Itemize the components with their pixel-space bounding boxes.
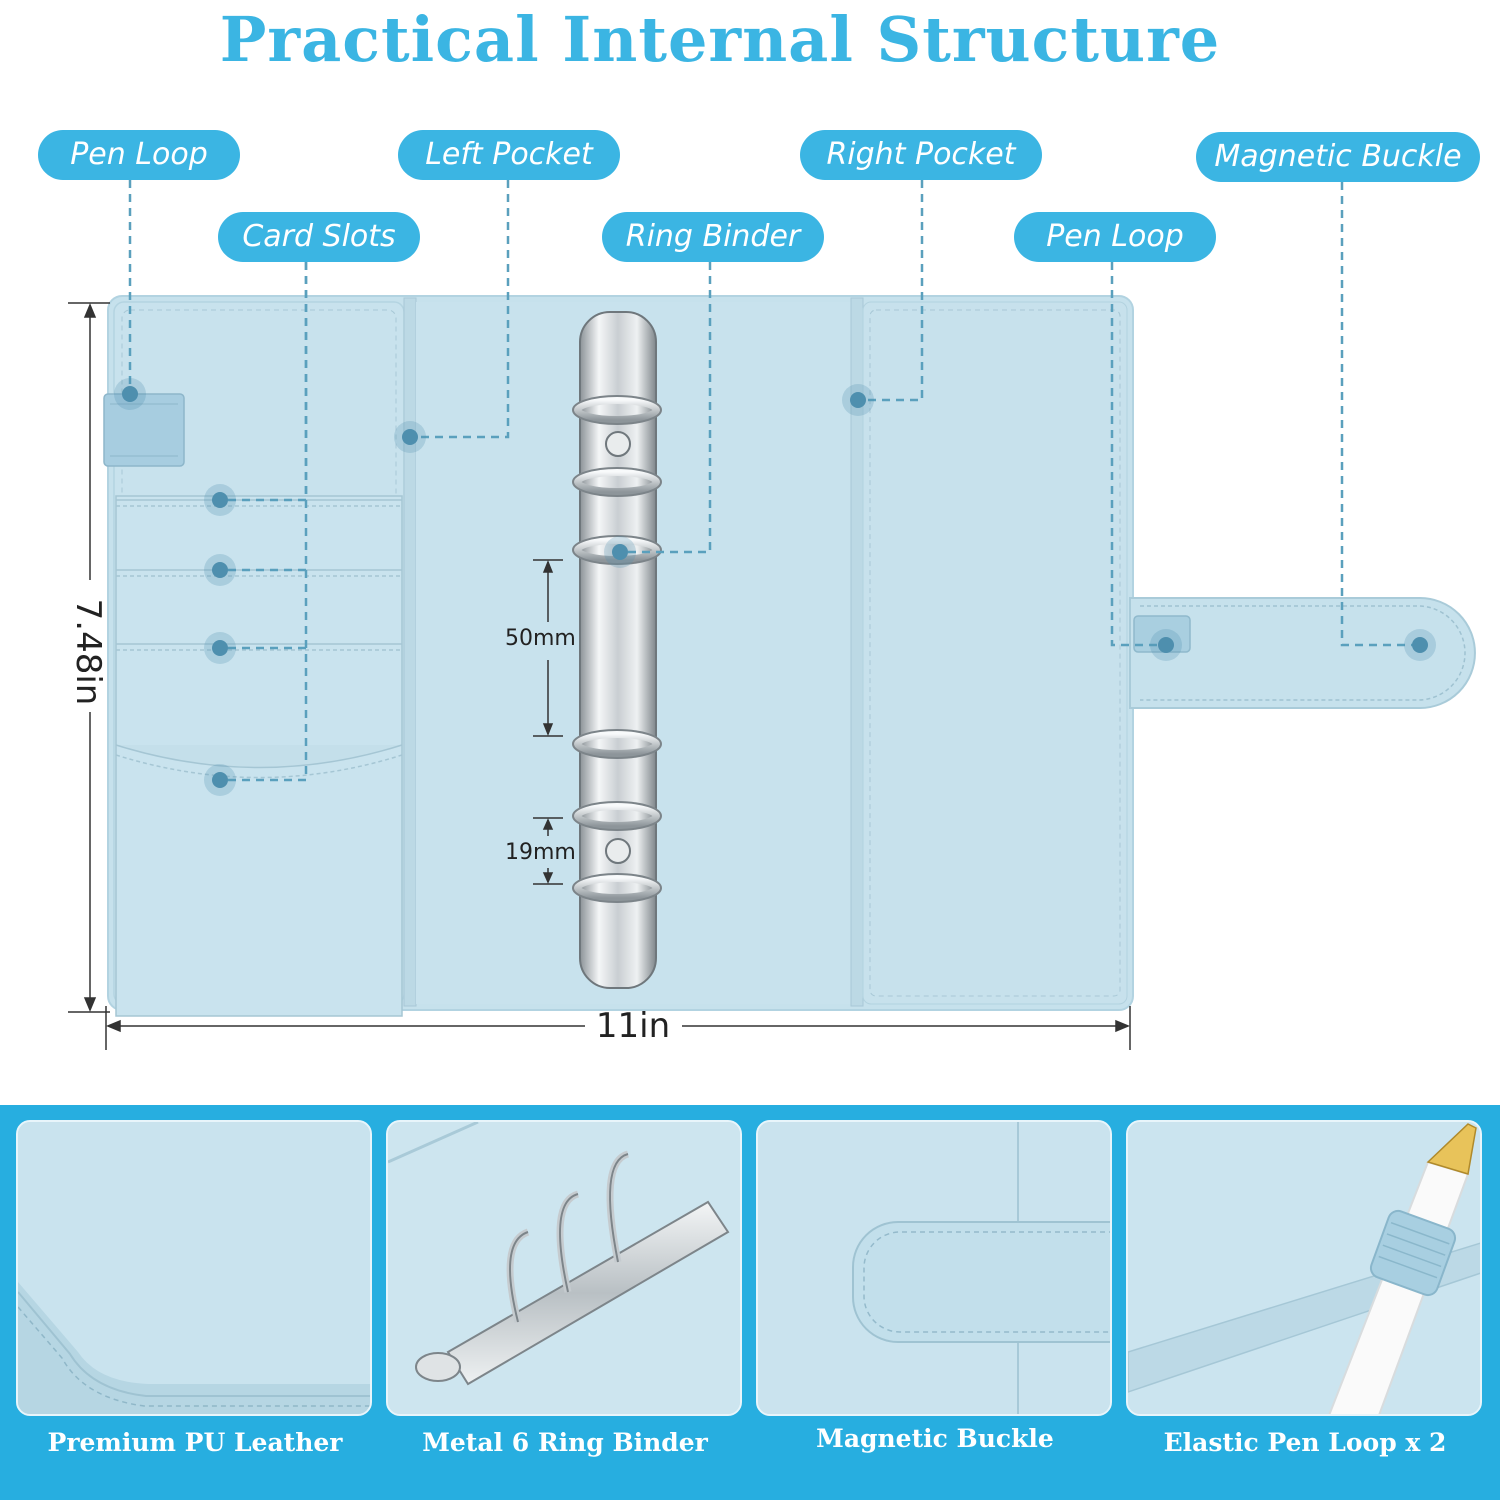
feature-panel-ring-binder (386, 1120, 742, 1416)
dimension-lines (68, 302, 1131, 1050)
callout-pen-loop-right: Pen Loop (1014, 212, 1216, 262)
page-title: Practical Internal Structure (219, 3, 1221, 76)
pen-loop-left-strap (103, 393, 185, 467)
pen-loop-closeup-image (1128, 1122, 1480, 1414)
dimension-width: 11in (595, 1006, 671, 1046)
callout-pen-loop-left: Pen Loop (38, 130, 240, 180)
ring-binder-mechanism (572, 311, 662, 989)
callout-left-pocket: Left Pocket (398, 130, 620, 180)
dimension-height: 7.48in (68, 598, 108, 706)
callout-magnetic-buckle: Magnetic Buckle (1196, 132, 1480, 182)
pen-loop-right-strap (1133, 615, 1191, 653)
callout-card-slots: Card Slots (218, 212, 420, 262)
dimension-ring-spacing-small: 19mm (505, 840, 576, 865)
binder-rings (573, 396, 661, 902)
callout-leader-lines (128, 180, 1420, 782)
dimension-ring-spacing-large: 50mm (505, 626, 576, 651)
feature-label-magnetic-buckle: Magnetic Buckle (816, 1424, 1054, 1453)
feature-panel-pen-loop (1126, 1120, 1482, 1416)
feature-panel-magnetic-buckle (756, 1120, 1112, 1416)
callout-dots (122, 386, 1428, 788)
feature-label-pen-loop: Elastic Pen Loop x 2 (1163, 1428, 1447, 1457)
magnetic-tab (1129, 597, 1476, 709)
feature-panel-leather (16, 1120, 372, 1416)
magnetic-buckle-closeup-image (758, 1122, 1110, 1414)
feature-label-leather: Premium PU Leather (47, 1428, 343, 1457)
ring-binder-closeup-image (388, 1122, 740, 1414)
callout-right-pocket: Right Pocket (800, 130, 1042, 180)
callout-ring-binder: Ring Binder (602, 212, 824, 262)
feature-label-ring-binder: Metal 6 Ring Binder (422, 1428, 708, 1457)
card-slots (115, 495, 403, 1017)
binder-open-view (103, 295, 1476, 1017)
binder-illustration (68, 180, 1476, 1050)
leather-corner-image (18, 1122, 370, 1414)
